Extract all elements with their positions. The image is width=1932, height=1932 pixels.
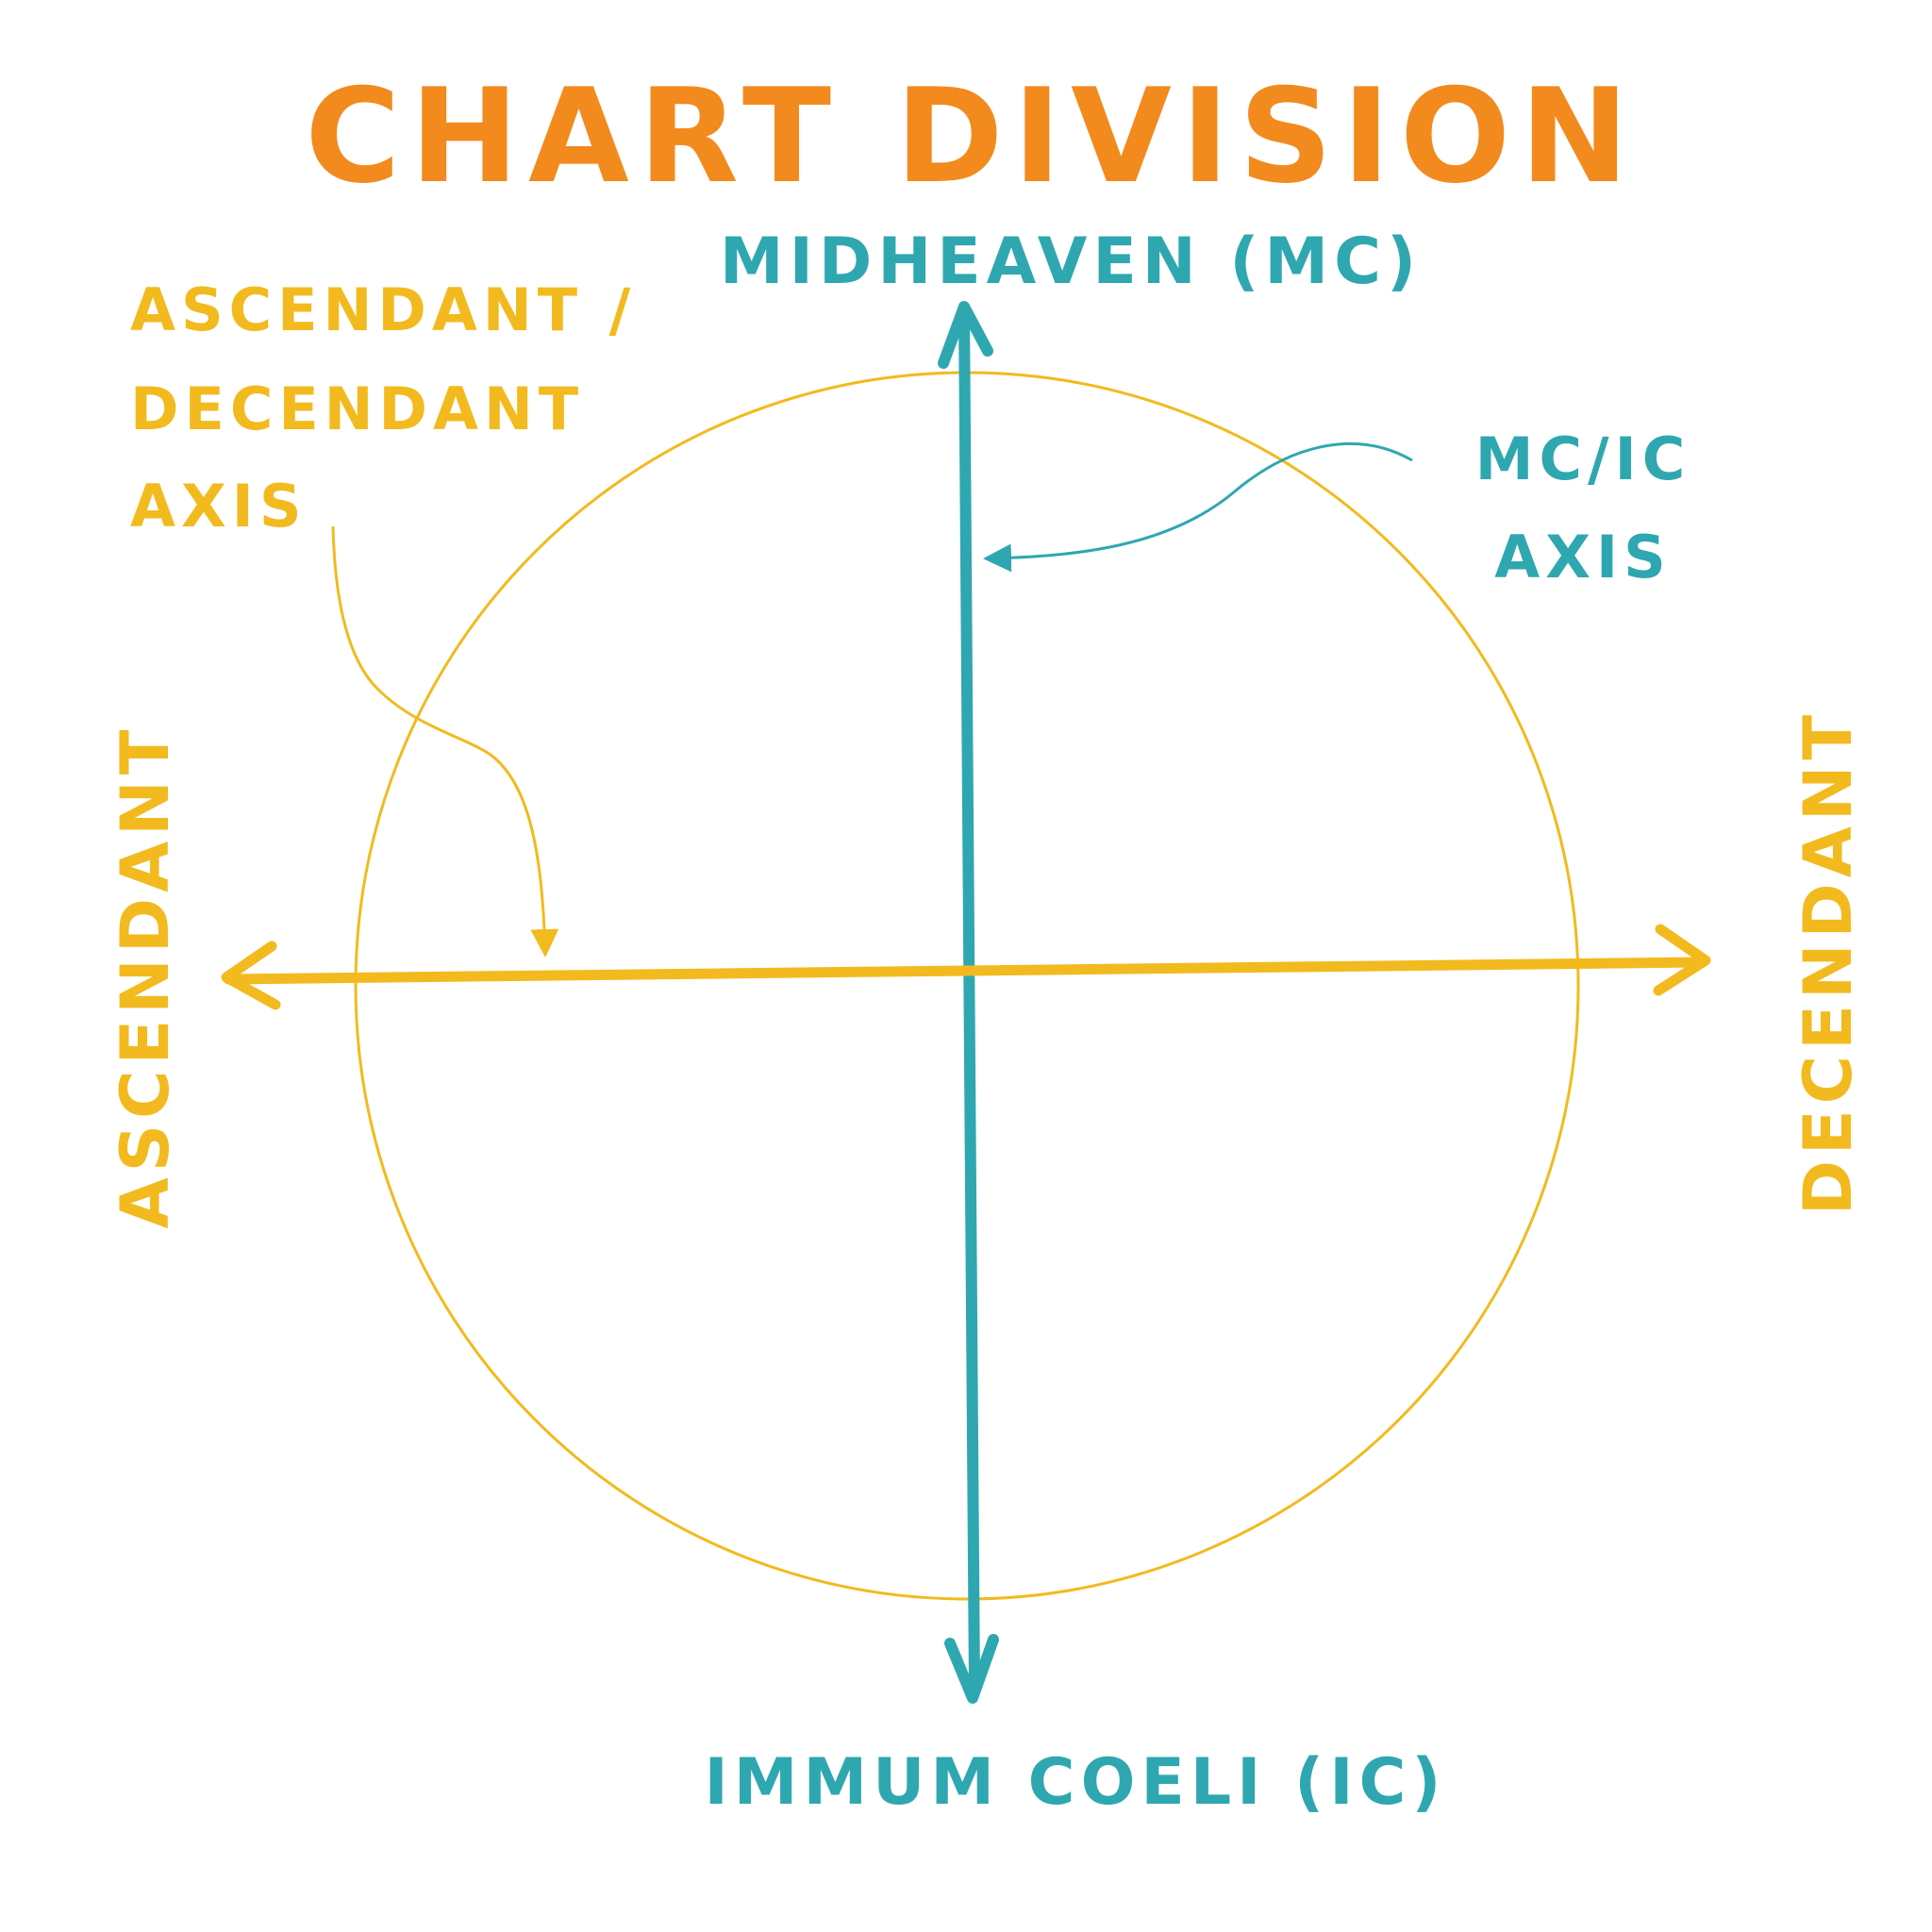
asc-desc-note-line-1: ASCENDANT / (130, 275, 636, 344)
mc-ic-pointer (983, 442, 1413, 573)
asc-arrowhead (221, 941, 281, 1010)
ic-arrowhead (944, 1634, 999, 1704)
mc-ic-note-line-1: MC/IC (1475, 425, 1690, 493)
diagram-title: CHART DIVISION (305, 60, 1638, 212)
asc-desc-note-line-2: DECENDANT (130, 375, 584, 443)
midheaven-label: MIDHEAVEN (MC) (720, 225, 1422, 299)
ascendant-label: ASCENDANT (107, 724, 184, 1229)
mc-ic-note-line-2: AXIS (1494, 523, 1672, 591)
mc-arrowhead (938, 301, 993, 369)
mc-ic-axis-line (958, 304, 980, 1694)
desc-arrowhead (1653, 924, 1711, 996)
asc-desc-pointer (331, 525, 559, 958)
asc-desc-note-line-3: AXIS (130, 472, 308, 541)
immum-coeli-label: IMMUM COELI (IC) (704, 1745, 1446, 1820)
asc-desc-axis-line (223, 957, 1708, 985)
descendant-label: DECENDANT (1790, 709, 1867, 1215)
